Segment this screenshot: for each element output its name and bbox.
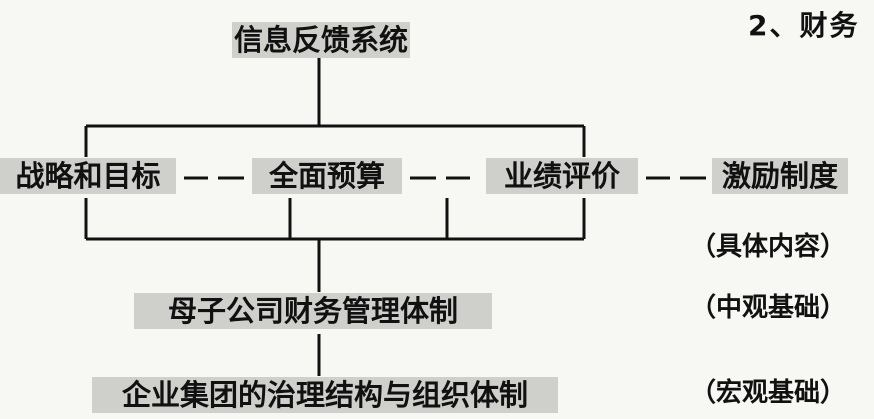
node-incentive-system: 激励制度 — [712, 158, 848, 194]
label-meso-basis: （中观基础） — [690, 293, 847, 323]
label-macro-basis: （宏观基础） — [690, 378, 847, 408]
node-performance-evaluation: 业绩评价 — [486, 158, 638, 194]
label-specific-content: （具体内容） — [690, 232, 847, 262]
node-strategy-goals: 战略和目标 — [0, 158, 176, 194]
section-heading: 2、财务 — [748, 9, 860, 42]
node-parent-subsidiary-system: 母子公司财务管理体制 — [134, 293, 492, 329]
node-info-feedback: 信息反馈系统 — [232, 22, 410, 58]
node-governance-structure: 企业集团的治理结构与组织体制 — [92, 377, 558, 413]
node-comprehensive-budget: 全面预算 — [252, 158, 402, 194]
